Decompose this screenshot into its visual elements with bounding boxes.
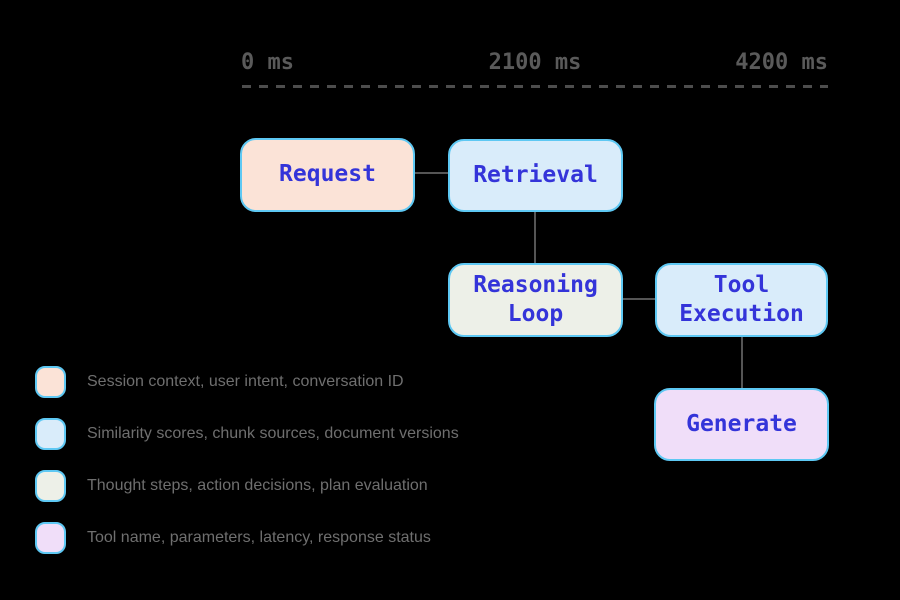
- legend-swatch-retrieval: [35, 418, 66, 450]
- connector-retrieval-reasoning: [534, 212, 536, 263]
- timeline-tick-middle: 2100 ms: [488, 50, 582, 75]
- timeline-dashed-axis: [242, 85, 828, 88]
- node-retrieval: Retrieval: [448, 139, 623, 212]
- legend-item-request: Session context, user intent, conversati…: [35, 366, 404, 398]
- node-tool-execution: Tool Execution: [655, 263, 828, 337]
- legend-item-retrieval: Similarity scores, chunk sources, docume…: [35, 418, 459, 450]
- legend-label-retrieval: Similarity scores, chunk sources, docume…: [87, 425, 459, 442]
- legend-item-reasoning: Thought steps, action decisions, plan ev…: [35, 470, 428, 502]
- legend-swatch-reasoning: [35, 470, 66, 502]
- legend-label-tool: Tool name, parameters, latency, response…: [87, 529, 431, 546]
- node-request: Request: [240, 138, 415, 212]
- legend-swatch-tool: [35, 522, 66, 554]
- node-generate: Generate: [654, 388, 829, 461]
- connector-reasoning-tool: [623, 298, 655, 300]
- node-reasoning-loop: Reasoning Loop: [448, 263, 623, 337]
- legend-item-tool: Tool name, parameters, latency, response…: [35, 522, 431, 554]
- timeline-tick-start: 0 ms: [241, 50, 294, 75]
- connector-request-retrieval: [415, 172, 448, 174]
- timeline-tick-end: 4200 ms: [735, 50, 828, 75]
- legend-label-request: Session context, user intent, conversati…: [87, 373, 404, 390]
- legend-swatch-request: [35, 366, 66, 398]
- connector-tool-generate: [741, 337, 743, 388]
- legend-label-reasoning: Thought steps, action decisions, plan ev…: [87, 477, 428, 494]
